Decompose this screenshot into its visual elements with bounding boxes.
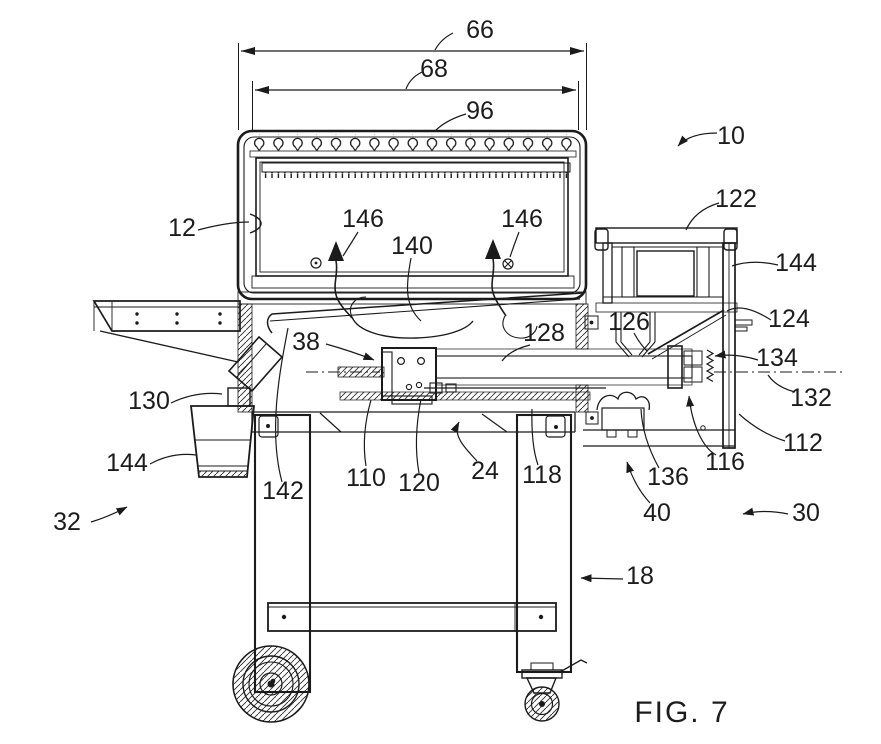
dimension-lines: [238, 43, 587, 130]
ref-label-136: 136: [647, 463, 689, 491]
grease-chute: [227, 335, 284, 393]
reference-labels: 66 68 96 10 12 146 140 146 122 144 124 1…: [53, 16, 832, 729]
ref-label-30: 30: [792, 499, 820, 527]
ref-label-12: 12: [168, 214, 196, 242]
ref-label-146-left: 146: [342, 205, 384, 233]
crossbar: [267, 602, 557, 632]
ref-label-10: 10: [717, 122, 745, 150]
ref-label-134: 134: [756, 344, 798, 372]
hopper-group: [594, 227, 738, 449]
right-leg: [515, 413, 573, 674]
ref-label-40: 40: [643, 499, 671, 527]
ref-label-144-right: 144: [775, 249, 817, 277]
auger-coupling: [667, 345, 683, 389]
ref-label-118: 118: [522, 461, 562, 489]
cabinet-group: [583, 309, 753, 447]
ref-label-126: 126: [608, 308, 650, 336]
grease-group: [189, 335, 284, 478]
ref-label-110: 110: [346, 464, 386, 492]
ref-label-120: 120: [398, 469, 440, 497]
ref-label-32: 32: [53, 508, 81, 536]
ref-label-24: 24: [471, 457, 499, 485]
legs-group: [232, 413, 588, 723]
wall-peg: [734, 319, 753, 326]
body-frame-group: [237, 291, 591, 433]
leader-32: [90, 506, 128, 523]
caster-brake-lever: [559, 659, 588, 673]
probe-symbol-right: [502, 258, 514, 270]
ref-label-142: 142: [262, 477, 304, 505]
ref-label-96: 96: [466, 97, 494, 125]
ref-label-66: 66: [466, 16, 494, 44]
figure-caption: FIG. 7: [634, 696, 729, 729]
leader-lines: [90, 32, 796, 583]
ref-label-116: 116: [705, 448, 745, 476]
leader-24: [450, 421, 478, 462]
probe-symbol-left: [310, 257, 322, 269]
heat-arrow-right: [485, 239, 501, 259]
lid-group: [236, 129, 588, 301]
leader-30: [742, 507, 789, 516]
ref-label-112: 112: [783, 429, 823, 457]
ref-label-132: 132: [790, 384, 832, 412]
leader-38: [325, 343, 375, 361]
ref-label-128: 128: [523, 319, 565, 347]
ref-label-144-left: 144: [106, 449, 148, 477]
hopper-lid: [595, 227, 738, 244]
ref-label-140: 140: [391, 232, 433, 260]
heat-flow-group: [310, 239, 514, 319]
auger-screw: [435, 355, 693, 379]
drip-pan-group: [266, 292, 583, 339]
leader-10: [677, 132, 718, 147]
side-shelf-group: [92, 300, 241, 363]
hopper-window: [636, 250, 695, 297]
auger-motor: [683, 350, 703, 366]
leader-116: [686, 395, 717, 456]
lid-wall-bracket: [249, 213, 262, 234]
pellet-funnel: [615, 312, 656, 342]
heat-baffle: [351, 316, 474, 339]
heat-arrow-left: [328, 241, 344, 261]
left-leg: [253, 413, 312, 694]
fan-blades: [596, 391, 650, 411]
leader-18: [580, 574, 624, 583]
lid-vent-scallops: [253, 134, 573, 151]
ref-label-146-right: 146: [501, 205, 543, 233]
fan-body: [601, 407, 645, 431]
ref-label-68: 68: [420, 55, 448, 83]
auger-group: [306, 345, 842, 405]
leader-134: [714, 350, 759, 361]
ref-label-122: 122: [715, 185, 757, 213]
ref-label-130: 130: [128, 387, 170, 415]
leader-40: [626, 461, 651, 504]
hopper-slope-panel: [647, 309, 725, 355]
ref-label-38: 38: [292, 328, 320, 356]
ref-label-124: 124: [768, 305, 810, 333]
auger-spring: [705, 349, 715, 383]
heat-shield-strip: [261, 162, 571, 173]
grease-bucket: [189, 405, 255, 478]
ref-label-18: 18: [626, 562, 654, 590]
